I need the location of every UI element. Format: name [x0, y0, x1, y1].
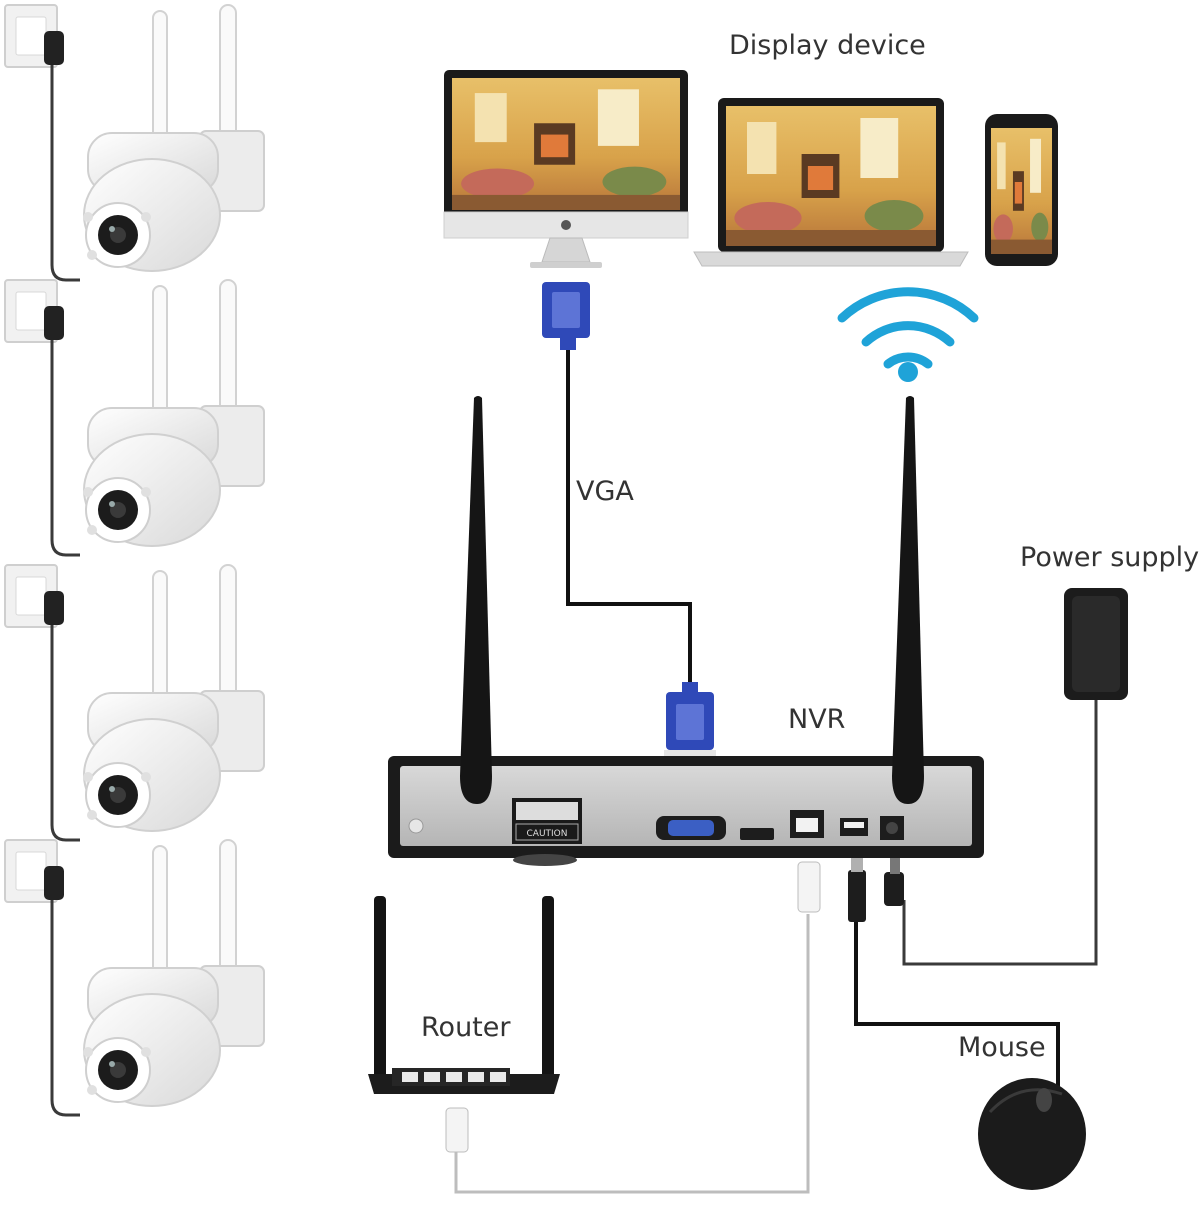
smartphone [985, 114, 1058, 266]
mouse-device [978, 1078, 1086, 1190]
power-adapter [884, 588, 1128, 966]
router-label: Router [421, 1012, 511, 1043]
caution-label: CAUTION [527, 829, 568, 839]
vga-label: VGA [576, 476, 634, 507]
laptop [693, 98, 969, 267]
display-device-label: Display device [729, 30, 926, 61]
lan-cable [445, 861, 821, 1194]
power-supply-label: Power supply [1020, 542, 1200, 573]
ip-camera [3, 563, 266, 842]
ip-camera [3, 838, 266, 1117]
vga-cable [542, 282, 716, 764]
mouse-label: Mouse [958, 1032, 1046, 1063]
ip-camera [3, 278, 266, 557]
desktop-monitor [443, 70, 689, 268]
nvr-recorder [388, 756, 984, 866]
nvr-antenna [460, 396, 492, 804]
nvr-label: NVR [788, 704, 846, 735]
wifi-icon [837, 287, 979, 382]
nvr-antenna [892, 396, 924, 804]
usb-cable [848, 858, 1060, 1090]
router [368, 896, 560, 1094]
ip-camera [3, 3, 266, 282]
